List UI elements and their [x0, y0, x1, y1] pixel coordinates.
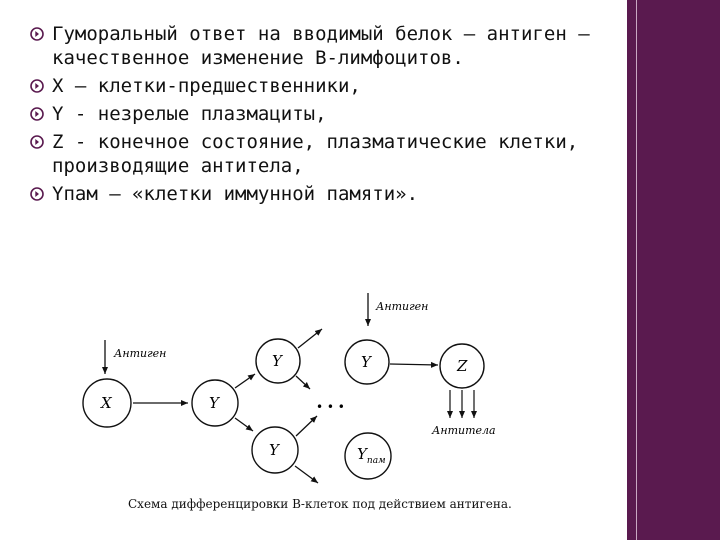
cell-y-top: [255, 338, 301, 384]
arrow-y-to-y-bottom: [234, 417, 254, 432]
circle-arrow-bullet-icon: [30, 107, 44, 121]
cell-y-memory-sub: пам: [367, 456, 386, 466]
bullet-text: Y - незрелые плазмациты,: [52, 103, 327, 125]
continuation-dots: • • •: [316, 400, 345, 414]
arrow-y-bottom-up: [295, 415, 318, 437]
arrow-y-bottom-out: [294, 465, 319, 484]
cell-z-label: Z: [456, 357, 468, 375]
bullet-item: Z - конечное состояние, плазматические к…: [30, 130, 615, 178]
bullet-item: X – клетки-предшественники,: [30, 74, 615, 98]
arrow-y-top-down: [295, 375, 311, 390]
arrow-y-to-y-top: [234, 373, 256, 389]
circle-arrow-bullet-icon: [30, 79, 44, 93]
cell-y-memory: [344, 432, 392, 480]
cell-x-label: X: [100, 394, 113, 412]
bullet-text: X – клетки-предшественники,: [52, 75, 361, 97]
arrow-y-right-to-z: [389, 361, 439, 368]
circle-arrow-bullet-icon: [30, 187, 44, 201]
cell-y-memory-label: Yпам: [357, 445, 386, 466]
antibodies-label: Антитела: [431, 424, 496, 437]
circle-arrow-bullet-icon: [30, 135, 44, 149]
sidebar-divider-line: [636, 0, 637, 540]
bullet-text: Z - конечное состояние, плазматические к…: [52, 131, 579, 177]
bullet-item: Y - незрелые плазмациты,: [30, 102, 615, 126]
b-cell-differentiation-diagram: Антиген Антиген X Y Y Y Y Z Yпам • • •: [82, 293, 496, 484]
cell-y-center: [191, 379, 239, 427]
cell-y-memory-main: Y: [357, 445, 369, 463]
bullet-text: Yпам – «клетки иммунной памяти».: [52, 183, 419, 205]
antigen-label-top: Антиген: [375, 300, 428, 313]
cell-y-right: [344, 339, 390, 385]
cell-y-bottom: [251, 426, 299, 474]
bullet-item: Yпам – «клетки иммунной памяти».: [30, 182, 615, 206]
decorative-sidebar: [627, 0, 720, 540]
diagram-caption: Схема дифференцировки В-клеток под дейст…: [128, 497, 512, 511]
bullet-list: Гуморальный ответ на вводимый белок – ан…: [30, 22, 615, 210]
cell-x: [82, 378, 132, 428]
cell-y-bottom-label: Y: [269, 441, 281, 459]
circle-arrow-bullet-icon: [30, 27, 44, 41]
antigen-label-left: Антиген: [113, 347, 166, 360]
cell-z: [439, 343, 485, 389]
cell-y-right-label: Y: [361, 353, 373, 371]
arrow-y-top-out: [297, 328, 323, 349]
bullet-text: Гуморальный ответ на вводимый белок – ан…: [52, 23, 590, 69]
cell-y-top-label: Y: [272, 352, 284, 370]
bullet-item: Гуморальный ответ на вводимый белок – ан…: [30, 22, 615, 70]
cell-y-center-label: Y: [209, 394, 221, 412]
